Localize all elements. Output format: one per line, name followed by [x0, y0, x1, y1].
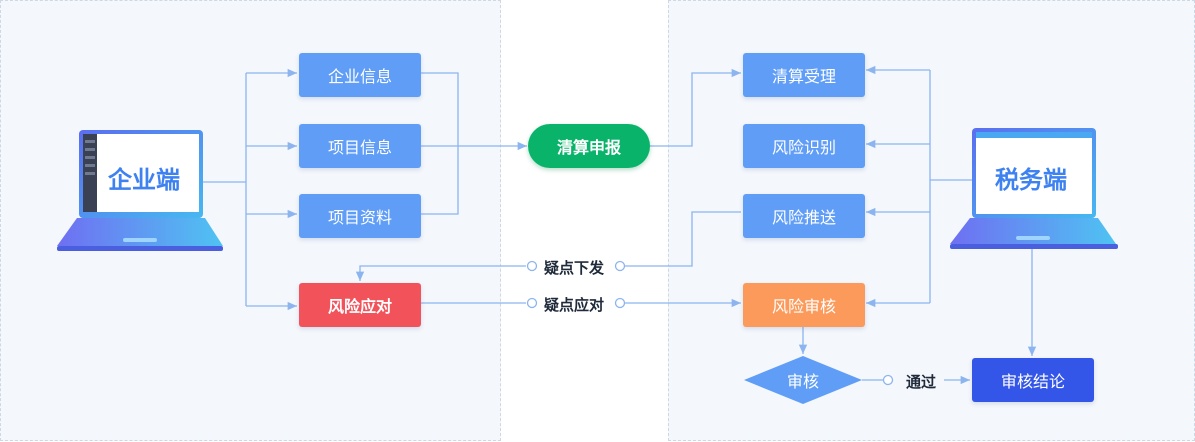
wire-push-to-issue: [625, 211, 741, 267]
doubt-response-label: 疑点应对: [544, 296, 605, 314]
risk-response-box: 风险应对: [299, 283, 421, 327]
wire-declare-to-accept: [650, 68, 741, 147]
project-docs-box: 项目资料: [299, 194, 421, 238]
review-conclusion-box: 审核结论: [972, 358, 1094, 402]
clearing-accept-box: 清算受理: [743, 53, 865, 97]
review-decision-label: 审核: [786, 372, 819, 391]
node-dot-response-left: [526, 297, 538, 309]
enterprise-laptop-icon: [57, 130, 223, 251]
node-dot-issue-left: [526, 260, 538, 272]
node-dot-pass: [882, 374, 894, 386]
wire-bracket-right: [421, 72, 459, 215]
company-info-box: 企业信息: [299, 53, 421, 97]
review-diamond-shape: [744, 356, 862, 404]
doubt-issue-label: 疑点下发: [544, 259, 605, 277]
clearing-declare-pill: 清算申报: [528, 124, 650, 168]
node-dot-response-right: [614, 297, 626, 309]
risk-review-box: 风险审核: [743, 283, 865, 327]
enterprise-title: 企业端: [108, 166, 180, 194]
node-dot-issue-right: [614, 260, 626, 272]
project-info-box: 项目信息: [299, 124, 421, 168]
wire-issue-to-risk: [355, 265, 526, 281]
risk-push-box: 风险推送: [743, 194, 865, 238]
tax-laptop-icon: [950, 128, 1118, 249]
tax-title: 税务端: [995, 166, 1067, 194]
pass-label: 通过: [906, 373, 937, 391]
risk-identify-box: 风险识别: [743, 124, 865, 168]
